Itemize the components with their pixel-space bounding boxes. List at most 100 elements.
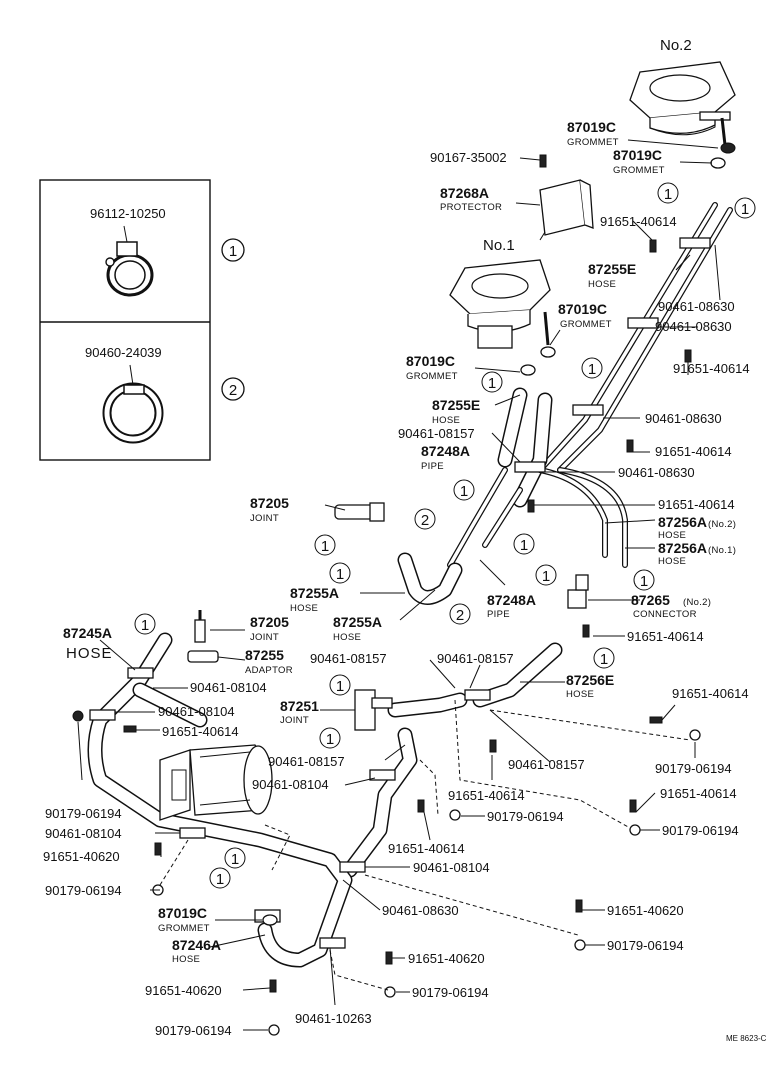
svg-text:2: 2 bbox=[456, 607, 464, 624]
band-clamp-icon bbox=[102, 364, 164, 444]
leader-lines bbox=[77, 139, 721, 1031]
part-sub-label: CONNECTOR bbox=[633, 609, 697, 620]
part-label: 90461-08630 bbox=[645, 411, 722, 426]
part-sub-label: HOSE bbox=[172, 954, 200, 965]
joint-87205-top bbox=[334, 502, 385, 522]
part-label: 90461-08630 bbox=[655, 319, 732, 334]
connector-87265 bbox=[567, 574, 589, 609]
protector-box bbox=[539, 179, 594, 241]
svg-text:1: 1 bbox=[231, 851, 239, 868]
callout-circles: 1 1 1 1 1 2 1 1 1 1 1 2 1 1 1 1 1 1 bbox=[134, 182, 756, 889]
svg-text:1: 1 bbox=[336, 566, 344, 583]
circle-symbol: 1 bbox=[329, 562, 351, 584]
joint-87251 bbox=[354, 689, 393, 731]
adaptor-87255 bbox=[187, 650, 219, 663]
part-label: 87255E bbox=[588, 261, 636, 277]
hose-lines bbox=[87, 202, 733, 968]
part-label: 90461-08104 bbox=[190, 680, 267, 695]
cooling-unit-no1 bbox=[449, 259, 551, 349]
part-sub-label: GROMMET bbox=[567, 137, 619, 148]
part-label: 90461-08157 bbox=[437, 651, 514, 666]
circle-symbol: 1 bbox=[329, 674, 351, 696]
circle-symbol: 2 bbox=[449, 603, 471, 625]
part-label: 87019C bbox=[567, 119, 616, 135]
part-label: 90461-08157 bbox=[268, 754, 345, 769]
circle-symbol: 1 bbox=[224, 847, 246, 869]
svg-text:1: 1 bbox=[460, 483, 468, 500]
part-label: 91651-40620 bbox=[145, 983, 222, 998]
part-label: 87019C bbox=[158, 905, 207, 921]
svg-text:1: 1 bbox=[141, 617, 149, 634]
svg-text:2: 2 bbox=[229, 382, 237, 399]
part-label: 90461-08104 bbox=[158, 704, 235, 719]
part-sub-label: HOSE bbox=[290, 603, 318, 614]
legend-symbol-2: 2 bbox=[221, 377, 245, 401]
part-label: 90179-06194 bbox=[487, 809, 564, 824]
circle-symbol: 1 bbox=[481, 371, 503, 393]
legend-symbol-1: 1 bbox=[221, 238, 245, 262]
part-label: 91651-40614 bbox=[600, 214, 677, 229]
svg-text:1: 1 bbox=[326, 731, 334, 748]
drawing-code: ME 8623-C bbox=[726, 1034, 767, 1043]
part-label: 91651-40614 bbox=[448, 788, 525, 803]
part-sub-label: HOSE bbox=[66, 645, 113, 662]
svg-text:1: 1 bbox=[488, 375, 496, 392]
part-label: 90461-08104 bbox=[45, 826, 122, 841]
part-label: 91651-40614 bbox=[672, 686, 749, 701]
part-label: 87248A bbox=[487, 592, 536, 608]
unit-label-no1: No.1 bbox=[483, 237, 515, 254]
part-sub-label: GROMMET bbox=[158, 923, 210, 934]
svg-text:1: 1 bbox=[664, 186, 672, 203]
part-label: 90461-08630 bbox=[618, 465, 695, 480]
part-label: 87256A bbox=[658, 540, 707, 556]
circle-symbol: 1 bbox=[633, 569, 655, 591]
part-label: 91651-40614 bbox=[388, 841, 465, 856]
part-label: 87205 bbox=[250, 495, 289, 511]
part-sub-label: GROMMET bbox=[406, 371, 458, 382]
part-sub-label: HOSE bbox=[588, 279, 616, 290]
heater-unit bbox=[159, 744, 273, 821]
svg-text:2: 2 bbox=[421, 512, 429, 529]
svg-text:1: 1 bbox=[229, 243, 237, 260]
hose-clip-icon bbox=[105, 225, 154, 297]
part-label: 87255E bbox=[432, 397, 480, 413]
part-label: 87251 bbox=[280, 698, 319, 714]
part-label: 90461-08157 bbox=[508, 757, 585, 772]
circle-symbol: 1 bbox=[535, 564, 557, 586]
svg-text:1: 1 bbox=[640, 573, 648, 590]
part-label: 87019C bbox=[558, 301, 607, 317]
part-label: 90461-08104 bbox=[252, 777, 329, 792]
part-sub-label: PROTECTOR bbox=[440, 202, 502, 213]
part-label: 87248A bbox=[421, 443, 470, 459]
circle-symbol: 1 bbox=[319, 727, 341, 749]
part-sub-label: JOINT bbox=[280, 715, 309, 726]
svg-text:1: 1 bbox=[336, 678, 344, 695]
svg-text:1: 1 bbox=[542, 568, 550, 585]
part-label: 91651-40620 bbox=[408, 951, 485, 966]
part-label: 87256E bbox=[566, 672, 614, 688]
part-label: 87205 bbox=[250, 614, 289, 630]
circle-symbol: 1 bbox=[209, 867, 231, 889]
circle-symbol: 1 bbox=[734, 197, 756, 219]
part-label: 90179-06194 bbox=[662, 823, 739, 838]
part-label: 90179-06194 bbox=[45, 806, 122, 821]
part-label: 87268A bbox=[440, 185, 489, 201]
part-label: 87255 bbox=[245, 647, 284, 663]
part-label: 90167-35002 bbox=[430, 150, 507, 165]
part-label: 87265 bbox=[631, 592, 670, 608]
part-label: 91651-40614 bbox=[162, 724, 239, 739]
part-sub-label: PIPE bbox=[487, 609, 510, 620]
part-label: 87019C bbox=[613, 147, 662, 163]
part-label: 90179-06194 bbox=[607, 938, 684, 953]
part-label: 91651-40614 bbox=[655, 444, 732, 459]
part-sub-label: ADAPTOR bbox=[245, 665, 293, 676]
part-labels: 87019C GROMMET 87019C GROMMET 90167-3500… bbox=[43, 119, 750, 1038]
part-label: 90461-08157 bbox=[398, 426, 475, 441]
part-label: 91651-40620 bbox=[43, 849, 120, 864]
part-label: 87245A bbox=[63, 625, 112, 641]
part-label: 87256A bbox=[658, 514, 707, 530]
svg-text:1: 1 bbox=[520, 537, 528, 554]
svg-text:1: 1 bbox=[588, 361, 596, 378]
part-label: 91651-40614 bbox=[660, 786, 737, 801]
